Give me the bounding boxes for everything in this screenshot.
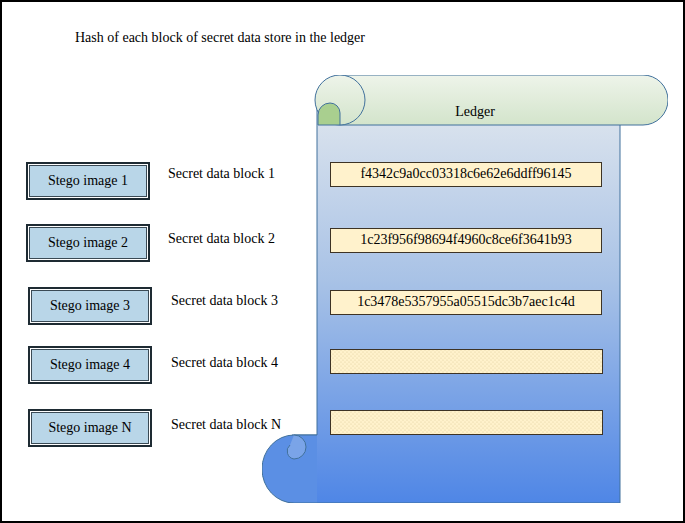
- ledger-scroll: Ledger f4342c9a0cc03318c6e62e6ddff96145 1c…: [262, 75, 668, 503]
- stego-label: Stego image 1: [48, 173, 128, 189]
- hash-value: 1c3478e5357955a05515dc3b7aec1c4d: [357, 294, 575, 310]
- stego-label: Stego image 4: [50, 357, 130, 373]
- hash-box: f4342c9a0cc03318c6e62e6ddff96145: [330, 162, 602, 187]
- stego-label: Stego image 2: [48, 235, 128, 251]
- stego-image-box: Stego image 3: [28, 287, 152, 325]
- block-label: Secret data block 3: [171, 293, 278, 309]
- block-label: Secret data block 4: [171, 355, 278, 371]
- block-label: Secret data block 1: [168, 166, 275, 182]
- stego-image-box: Stego image N: [28, 409, 152, 447]
- scroll-bottom-curl: [262, 435, 317, 503]
- stego-image-box: Stego image 4: [28, 346, 152, 384]
- stego-label: Stego image 3: [50, 298, 130, 314]
- scroll-top-curl: [315, 75, 365, 125]
- stego-image-box: Stego image 1: [26, 162, 150, 200]
- hash-value: 1c23f956f98694f4960c8ce6f3641b93: [360, 232, 572, 248]
- block-label: Secret data block N: [171, 417, 281, 433]
- hash-value: f4342c9a0cc03318c6e62e6ddff96145: [360, 166, 571, 182]
- hash-box: 1c23f956f98694f4960c8ce6f3641b93: [330, 228, 602, 253]
- scroll-bottom-spiral: [287, 435, 306, 459]
- scroll-body: [292, 100, 620, 503]
- diagram-title: Hash of each block of secret data store …: [75, 30, 365, 46]
- scroll-top-spiral: [318, 103, 340, 125]
- scroll-outline: [262, 75, 668, 503]
- stego-image-box: Stego image 2: [26, 224, 150, 262]
- scroll-top-roll: [340, 75, 668, 125]
- empty-ledger-slot: [331, 411, 603, 435]
- block-label: Secret data block 2: [168, 231, 275, 247]
- ledger-title: Ledger: [262, 104, 668, 120]
- empty-ledger-slot: [331, 350, 603, 374]
- stego-label: Stego image N: [48, 420, 131, 436]
- hash-box: 1c3478e5357955a05515dc3b7aec1c4d: [330, 290, 602, 315]
